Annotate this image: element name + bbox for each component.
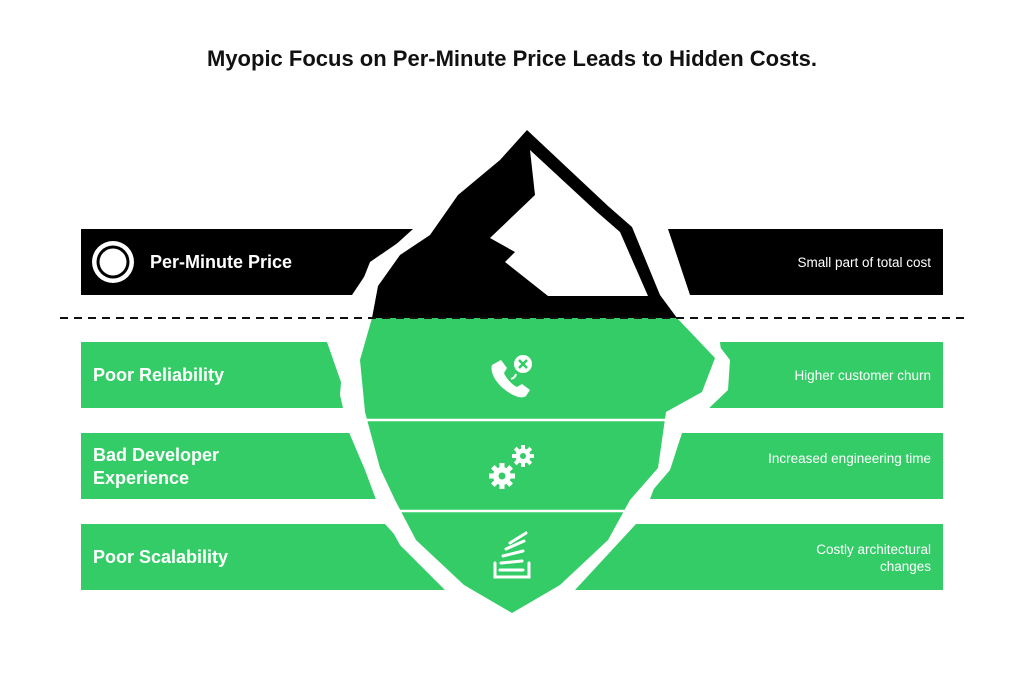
circle-target-icon	[92, 241, 134, 283]
top-row-left-bar	[81, 229, 413, 295]
row-3-description: Costly architectural changes	[816, 542, 931, 574]
gears-icon	[489, 445, 534, 489]
row-2-description: Increased engineering time	[768, 451, 931, 466]
row-3-right-bar	[575, 524, 943, 590]
row-1-description: Higher customer churn	[794, 368, 931, 383]
row-2-label: Bad Developer Experience	[93, 445, 220, 488]
top-row-label: Per-Minute Price	[150, 252, 293, 272]
row-1-right-bar	[705, 342, 943, 408]
top-row-right-bar	[668, 229, 943, 295]
row-3-label: Poor Scalability	[93, 547, 229, 567]
diagram-title: Myopic Focus on Per-Minute Price Leads t…	[207, 46, 817, 71]
row-2-right-bar	[650, 433, 943, 499]
row-1-left-bar	[81, 342, 350, 408]
iceberg-tip-highlight	[490, 150, 648, 296]
iceberg-underwater	[360, 318, 715, 613]
row-3-left-bar	[81, 524, 445, 590]
row-2-left-bar	[81, 433, 379, 499]
stack-icon	[493, 531, 531, 579]
row-1-label: Poor Reliability	[93, 365, 225, 385]
top-row-description: Small part of total cost	[797, 255, 931, 270]
phone-x-icon	[491, 355, 532, 398]
